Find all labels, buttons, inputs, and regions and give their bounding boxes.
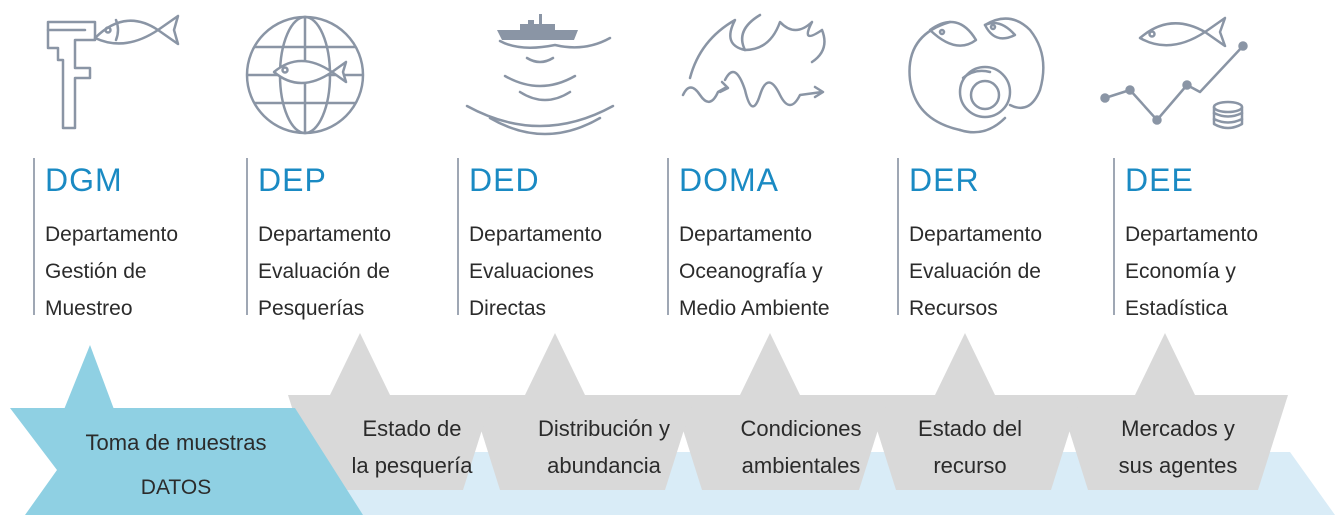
column-divider: [33, 158, 35, 315]
department-name: Departamento Evaluación de Recursos: [909, 223, 1043, 320]
department-code: DEP: [258, 162, 327, 198]
department-code: DOMA: [679, 162, 779, 198]
column-divider: [457, 158, 459, 315]
ocean-waves-icon: [681, 13, 826, 108]
stage-label-condiciones-ambientales: Condiciones ambientales: [740, 416, 862, 478]
department-name: Departamento Evaluaciones Directas: [469, 223, 603, 320]
department-code: DED: [469, 162, 540, 198]
stage-shape-4: [672, 333, 889, 490]
caliper-fish-icon: [46, 14, 180, 130]
department-name: Departamento Oceanografía y Medio Ambien…: [679, 223, 830, 320]
column-divider: [897, 158, 899, 315]
stage-label-estado-recurso: Estado del recurso: [918, 416, 1022, 478]
department-code: DER: [909, 162, 980, 198]
stage-shape-3: [470, 333, 695, 490]
globe-fish-icon: [245, 15, 365, 135]
column-divider: [246, 158, 248, 315]
fish-cycle-icon: [908, 17, 1045, 134]
stage-shape-2: [288, 333, 493, 490]
department-code: DEE: [1125, 162, 1194, 198]
department-name: Departamento Gestión de Muestreo: [45, 223, 179, 320]
stage-shape-1: [10, 345, 363, 515]
column-divider: [667, 158, 669, 315]
fish-market-chart-icon: [1100, 16, 1248, 130]
stage-label-estado-pesqueria: Estado de la pesquería: [351, 416, 473, 478]
ship-icon: [497, 14, 578, 40]
ship-sonar-icon: [488, 36, 612, 136]
department-name: Departamento Economía y Estadística: [1125, 223, 1259, 320]
stage-label-distribucion-abundancia: Distribución y abundancia: [537, 416, 671, 478]
sonar-waves-icon: [465, 56, 615, 128]
stage-label-mercados-agentes: Mercados y sus agentes: [1118, 416, 1238, 478]
stage-shape-5: [866, 333, 1081, 490]
department-name: Departamento Evaluación de Pesquerías: [258, 223, 392, 320]
stage-label-toma-de-muestras: Toma de muestras DATOS: [85, 430, 267, 499]
stage-shape-6: [1058, 333, 1288, 490]
department-code: DGM: [45, 162, 123, 198]
column-divider: [1113, 158, 1115, 315]
